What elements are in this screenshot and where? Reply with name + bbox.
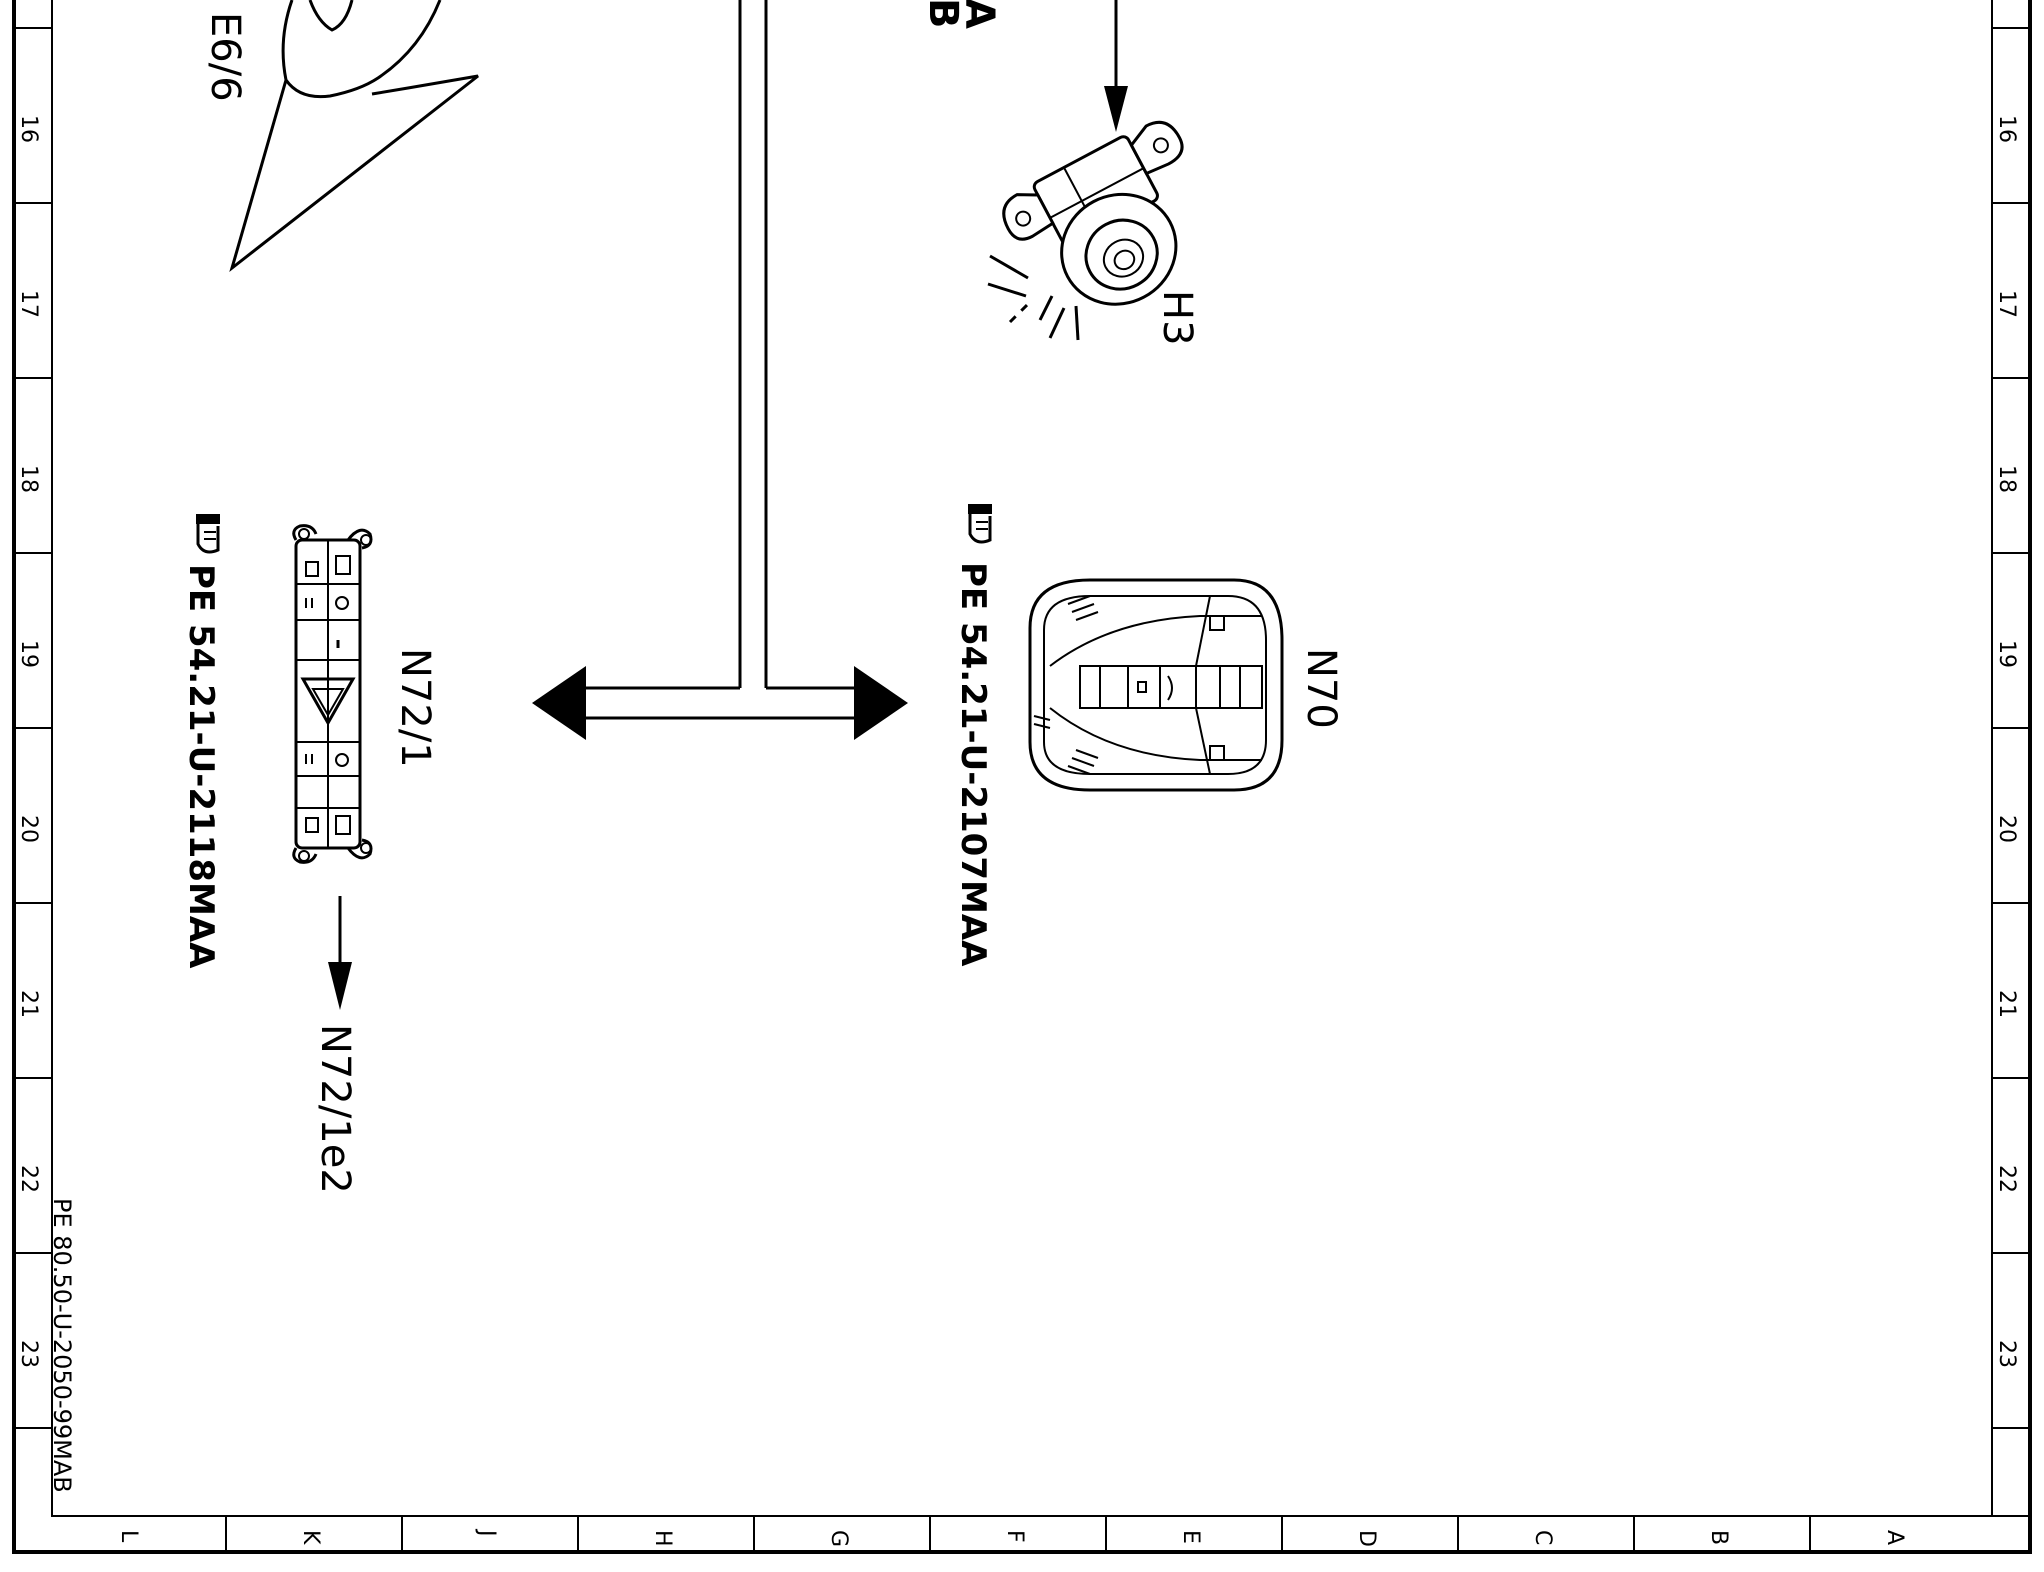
label-e6-6: E6/6 bbox=[202, 12, 248, 102]
drawing-number: PE 80.50-U-2050-99MAB bbox=[48, 1198, 76, 1493]
partial-label-b: B bbox=[920, 0, 966, 29]
right-grid-ticks bbox=[1992, 27, 2030, 1429]
pointing-hand-icon bbox=[196, 514, 220, 554]
column-letter-E: E bbox=[1178, 1530, 1203, 1544]
left-grid-ticks bbox=[14, 27, 52, 1429]
row-number-right-16: 16 bbox=[1994, 115, 2019, 143]
h3-component-drawing bbox=[987, 120, 1184, 341]
ref-n72-1: PE 54.21-U-2118MAA bbox=[181, 564, 221, 969]
label-n72-1e2: N72/1e2 bbox=[312, 1024, 358, 1194]
ref-n70: PE 54.21-U-2107MAA bbox=[953, 562, 993, 967]
row-number-right-23: 23 bbox=[1994, 1340, 2019, 1368]
arrow-head-left bbox=[532, 666, 586, 740]
column-letter-B: B bbox=[1706, 1530, 1731, 1545]
row-number-left-22: 22 bbox=[16, 1165, 41, 1193]
row-number-right-19: 19 bbox=[1994, 640, 2019, 668]
column-letter-K: K bbox=[298, 1530, 323, 1545]
label-h3: H3 bbox=[1154, 290, 1200, 346]
row-number-right-17: 17 bbox=[1994, 290, 2019, 318]
arrow-to-h3 bbox=[1104, 0, 1128, 132]
row-number-left-23: 23 bbox=[16, 1340, 41, 1368]
column-letter-A: A bbox=[1882, 1530, 1907, 1545]
column-letter-D: D bbox=[1354, 1530, 1379, 1547]
outer-frame bbox=[12, 0, 2032, 1554]
label-n70: N70 bbox=[1298, 648, 1344, 729]
arrow-head-right bbox=[854, 666, 908, 740]
headlamp-e6-6-drawing bbox=[229, 0, 479, 273]
row-number-right-22: 22 bbox=[1994, 1165, 2019, 1193]
row-number-right-20: 20 bbox=[1994, 815, 2019, 843]
pointing-hand-icon bbox=[968, 504, 992, 544]
arrow-to-n72-1e2 bbox=[328, 896, 352, 1010]
row-number-left-16: 16 bbox=[16, 115, 41, 143]
row-number-left-19: 19 bbox=[16, 640, 41, 668]
n70-control-panel-drawing bbox=[1028, 578, 1284, 792]
row-number-left-20: 20 bbox=[16, 815, 41, 843]
label-n72-1: N72/1 bbox=[392, 648, 438, 768]
column-letter-J: J bbox=[474, 1528, 499, 1537]
bus-line bbox=[584, 0, 856, 720]
row-number-left-17: 17 bbox=[16, 290, 41, 318]
row-number-right-18: 18 bbox=[1994, 465, 2019, 493]
row-number-left-21: 21 bbox=[16, 990, 41, 1018]
column-letter-C: C bbox=[1530, 1530, 1555, 1545]
bottom-grid-ticks bbox=[52, 1515, 2030, 1552]
row-number-left-18: 18 bbox=[16, 465, 41, 493]
n72-1-switch-panel-drawing bbox=[292, 524, 373, 864]
column-letter-L: L bbox=[116, 1530, 141, 1543]
partial-label-a: A bbox=[956, 0, 1002, 29]
column-letter-H: H bbox=[650, 1530, 675, 1547]
column-letter-G: G bbox=[826, 1530, 851, 1547]
row-number-right-21: 21 bbox=[1994, 990, 2019, 1018]
column-letter-F: F bbox=[1002, 1530, 1027, 1543]
